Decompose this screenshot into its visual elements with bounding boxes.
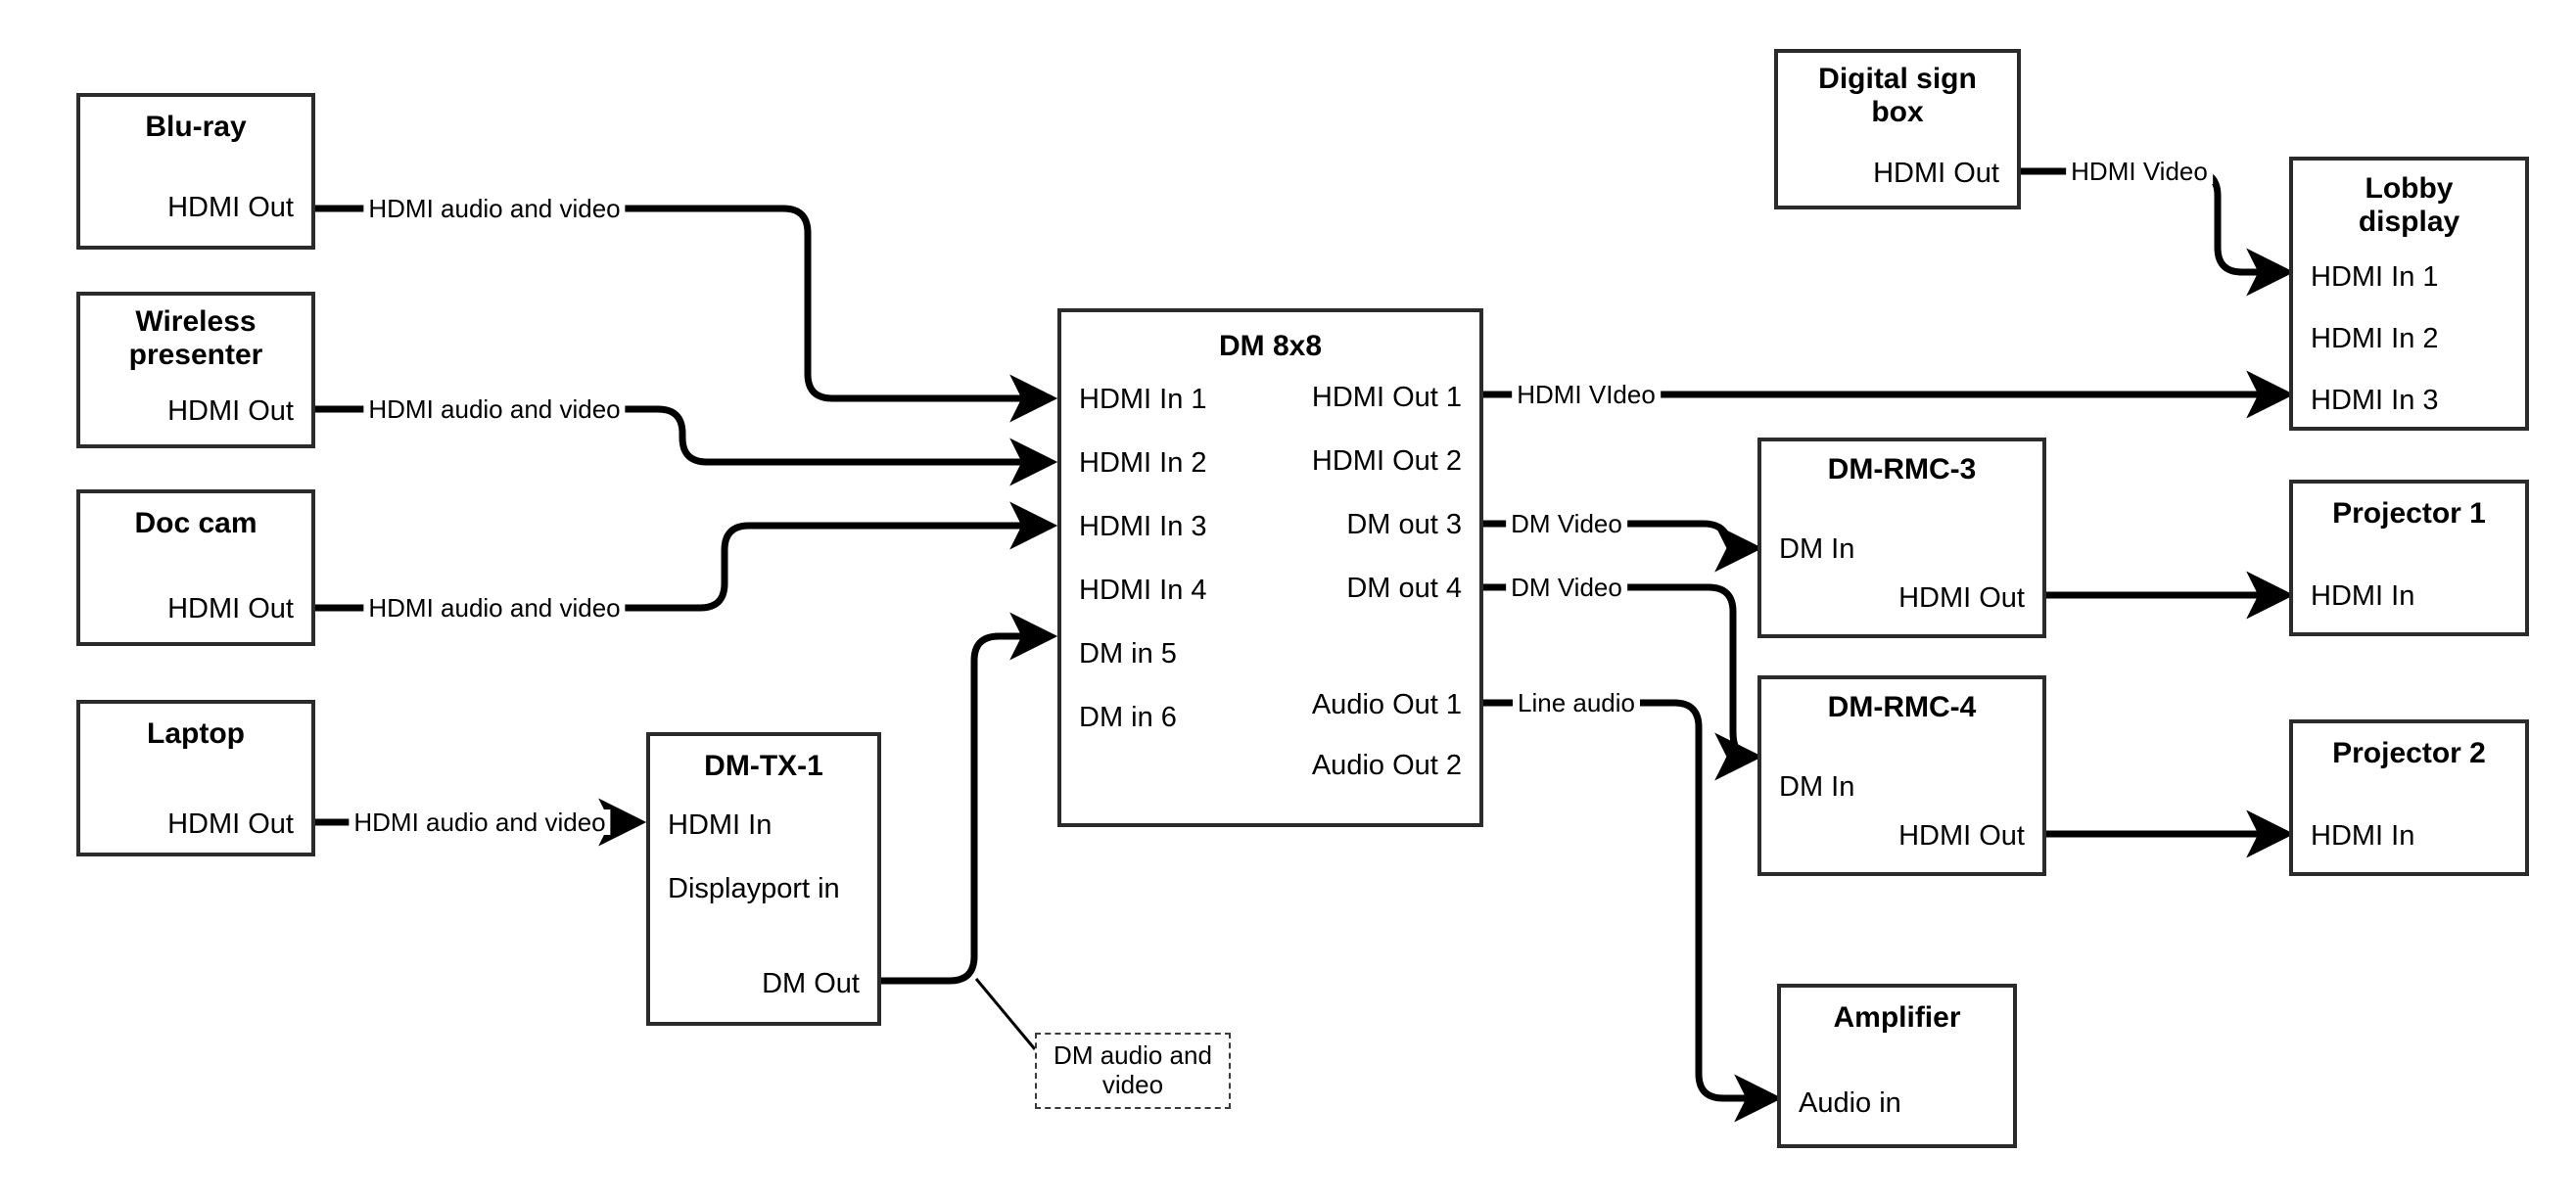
node-dm-rmc-3-port-hdmi-out: HDMI Out (1898, 582, 2025, 614)
node-bluray[interactable]: Blu-ray HDMI Out (76, 93, 315, 250)
node-lobby-display-port-hdmi-in-1: HDMI In 1 (2311, 261, 2439, 293)
node-amplifier[interactable]: Amplifier Audio in (1777, 984, 2017, 1148)
edge-label-out4-to-rmc4: DM Video (1506, 575, 1627, 600)
node-doc-cam-title: Doc cam (134, 507, 258, 539)
node-dm-8x8-port-hdmi-in-1: HDMI In 1 (1079, 384, 1207, 415)
edge-label-sign-to-lobby: HDMI Video (2066, 159, 2213, 184)
node-dm-rmc-3-title: DM-RMC-3 (1827, 453, 1977, 485)
node-projector-1-title: Projector 1 (2332, 497, 2486, 530)
node-projector-2-port-hdmi-in: HDMI In (2311, 820, 2415, 852)
node-dm-tx-1-port-dm-out: DM Out (762, 968, 860, 999)
node-dm-rmc-4[interactable]: DM-RMC-4 DM In HDMI Out (1757, 675, 2046, 876)
node-dm-8x8-port-hdmi-out-2: HDMI Out 2 (1311, 445, 1462, 477)
node-digital-sign-box-port-hdmi-out: HDMI Out (1873, 158, 1999, 189)
node-dm-8x8-port-hdmi-out-1: HDMI Out 1 (1311, 382, 1462, 413)
node-dm-8x8-port-audio-out-2: Audio Out 2 (1311, 750, 1462, 781)
node-wireless-presenter-title-line1: Wireless (135, 305, 257, 338)
node-dm-8x8-port-hdmi-in-2: HDMI In 2 (1079, 447, 1207, 479)
node-dm-8x8-port-dm-out-3: DM out 3 (1346, 509, 1462, 540)
node-dm-rmc-3-port-dm-in: DM In (1779, 533, 1855, 565)
node-dm-8x8-port-hdmi-in-4: HDMI In 4 (1079, 575, 1207, 606)
node-dm-8x8[interactable]: DM 8x8 HDMI In 1 HDMI In 2 HDMI In 3 HDM… (1057, 308, 1483, 827)
node-dm-tx-1-port-displayport-in: Displayport in (668, 873, 840, 904)
wire-dm-out-4-to-dmrmc4 (1483, 583, 1763, 781)
node-projector-2-title: Projector 2 (2332, 737, 2486, 769)
node-lobby-display-title-line2: display (2358, 205, 2460, 238)
wire-dmtx1-to-dm-in-5 (881, 612, 1058, 985)
node-dm-8x8-port-audio-out-1: Audio Out 1 (1311, 689, 1462, 720)
node-projector-1[interactable]: Projector 1 HDMI In (2289, 480, 2529, 636)
node-dm-8x8-port-dm-in-6: DM in 6 (1079, 702, 1177, 733)
edge-label-bluray-to-in1: HDMI audio and video (363, 196, 626, 221)
edge-label-doccam-to-in3: HDMI audio and video (363, 595, 626, 621)
node-bluray-port-hdmi-out: HDMI Out (167, 192, 294, 223)
node-dm-rmc-4-port-hdmi-out: HDMI Out (1898, 820, 2025, 852)
node-dm-tx-1[interactable]: DM-TX-1 HDMI In Displayport in DM Out (646, 732, 881, 1026)
wire-audio-out-1-to-amplifier (1483, 699, 1783, 1123)
node-dm-tx-1-port-hdmi-in: HDMI In (668, 809, 773, 841)
node-dm-rmc-4-port-dm-in: DM In (1779, 771, 1855, 803)
node-lobby-display-port-hdmi-in-2: HDMI In 2 (2311, 323, 2439, 354)
node-lobby-display-title: Lobby display (2293, 172, 2525, 238)
node-digital-sign-box-title-line2: box (1871, 95, 1924, 128)
node-wireless-presenter-title: Wireless presenter (80, 305, 311, 371)
node-dm-8x8-title: DM 8x8 (1218, 330, 1323, 362)
edge-label-out1-to-lobby3: HDMI VIdeo (1512, 382, 1661, 407)
node-wireless-presenter-title-line2: presenter (128, 338, 263, 371)
node-dm-8x8-port-hdmi-in-3: HDMI In 3 (1079, 511, 1207, 542)
node-dm-rmc-3[interactable]: DM-RMC-3 DM In HDMI Out (1757, 438, 2046, 638)
node-wireless-presenter-port-hdmi-out: HDMI Out (167, 395, 294, 427)
node-doc-cam-port-hdmi-out: HDMI Out (167, 593, 294, 624)
edge-label-wireless-to-in2: HDMI audio and video (363, 396, 626, 422)
annotation-line1: DM audio and (1054, 1040, 1212, 1071)
leader-line-dm-audio-video (974, 978, 1037, 1050)
edge-label-laptop-to-dmtx1: HDMI audio and video (349, 809, 611, 835)
node-dm-8x8-port-dm-in-5: DM in 5 (1079, 638, 1177, 670)
node-dm-tx-1-title: DM-TX-1 (704, 750, 823, 782)
node-dm-rmc-4-title: DM-RMC-4 (1827, 691, 1977, 723)
node-lobby-display-port-hdmi-in-3: HDMI In 3 (2311, 385, 2439, 416)
node-bluray-title: Blu-ray (145, 111, 247, 143)
node-digital-sign-box-title-line1: Digital sign (1818, 63, 1977, 95)
edge-label-out3-to-rmc3: DM Video (1506, 511, 1627, 536)
node-lobby-display[interactable]: Lobby display HDMI In 1 HDMI In 2 HDMI I… (2289, 157, 2529, 431)
node-lobby-display-title-line1: Lobby (2365, 172, 2454, 205)
node-amplifier-port-audio-in: Audio in (1799, 1087, 1901, 1119)
annotation-dm-audio-and-video: DM audio and video (1035, 1033, 1231, 1109)
node-wireless-presenter[interactable]: Wireless presenter HDMI Out (76, 292, 315, 448)
node-doc-cam[interactable]: Doc cam HDMI Out (76, 489, 315, 646)
node-laptop-title: Laptop (147, 717, 245, 750)
node-projector-1-port-hdmi-in: HDMI In (2311, 580, 2415, 612)
wire-bluray-to-hdmi-in-1 (315, 205, 1058, 423)
node-dm-8x8-port-dm-out-4: DM out 4 (1346, 573, 1462, 604)
node-projector-2[interactable]: Projector 2 HDMI In (2289, 719, 2529, 876)
node-laptop-port-hdmi-out: HDMI Out (167, 808, 294, 840)
node-laptop[interactable]: Laptop HDMI Out (76, 700, 315, 856)
node-digital-sign-box[interactable]: Digital sign box HDMI Out (1774, 49, 2021, 209)
node-digital-sign-box-title: Digital sign box (1778, 63, 2017, 128)
edge-label-audio1-to-amp: Line audio (1513, 690, 1640, 716)
annotation-line2: video (1101, 1070, 1164, 1099)
node-amplifier-title: Amplifier (1833, 1001, 1961, 1034)
